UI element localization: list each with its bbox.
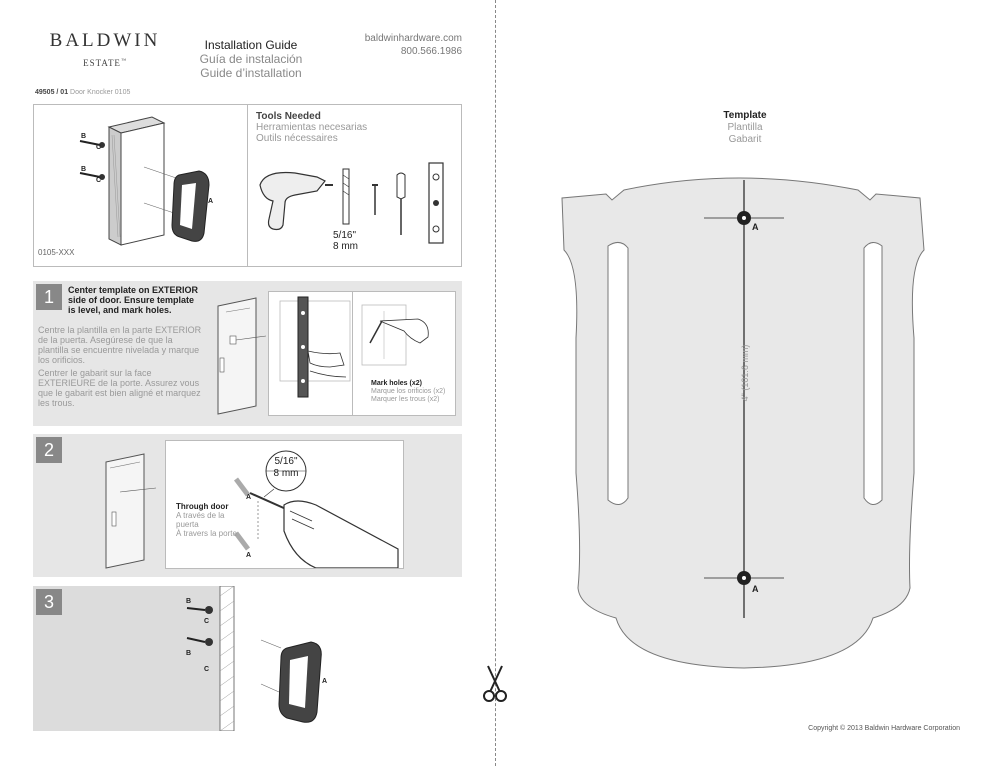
through-door-fr: À travers la porte	[176, 529, 237, 538]
cut-out-template	[561, 177, 925, 669]
nail-icon	[372, 184, 378, 215]
template-title: Template Plantilla Gabarit	[690, 110, 800, 146]
drill-bit-icon	[342, 168, 350, 225]
step2-bit-size: 5/16" 8 mm	[273, 456, 299, 479]
step1-text-alt: Centre la plantilla en la parte EXTERIOR…	[38, 325, 203, 408]
mark-holes-es: Marque los orificios (x2)	[371, 388, 446, 395]
tools-heading: Tools Needed Herramientas necesarias Out…	[256, 111, 367, 144]
step1-text-en: Center template on EXTERIOR side of door…	[68, 285, 199, 315]
step3-number: 3	[36, 589, 62, 615]
step3-label-a: A	[322, 678, 328, 685]
template-hole-a-top: A	[752, 222, 759, 232]
step1-text-es: Centre la plantilla en la parte EXTERIOR…	[38, 325, 202, 365]
contact-info: baldwinhardware.com 800.566.1986	[330, 32, 462, 58]
tools-bit-size: 5/16" 8 mm	[333, 230, 358, 252]
tools-heading-en: Tools Needed	[256, 111, 321, 122]
title-es: Guía de instalación	[199, 52, 303, 66]
scissors-icon	[483, 665, 507, 702]
drill-icon	[259, 171, 333, 231]
panel-divider	[247, 104, 248, 267]
step2-label-a1: A	[246, 494, 252, 501]
door-diagram-icon	[217, 297, 267, 415]
step3-label-b1: B	[186, 598, 192, 605]
template-title-es: Plantilla	[727, 122, 763, 133]
template-title-fr: Gabarit	[728, 134, 762, 145]
model-number: 0105-XXX	[38, 248, 75, 257]
tools-heading-fr: Outils nécessaires	[256, 133, 338, 144]
step3-label-b2: B	[186, 650, 192, 657]
website[interactable]: baldwinhardware.com	[364, 33, 462, 44]
step3-label-c1: C	[204, 618, 210, 625]
copyright: Copyright © 2013 Baldwin Hardware Corpor…	[808, 725, 960, 732]
step3-label-c2: C	[204, 666, 210, 673]
template-dimension: 4" (101.6 mm)	[740, 344, 750, 402]
template-level-illustration	[279, 296, 429, 398]
screwdriver-icon	[396, 172, 406, 235]
step1-number: 1	[36, 284, 62, 310]
step3-door-face	[33, 586, 220, 731]
overview-label-b2: B	[81, 166, 87, 173]
overview-label-c2: C	[96, 177, 102, 184]
tools-illustration	[259, 162, 444, 244]
brand-sub: ESTATE™	[83, 58, 127, 68]
step2-label-a2: A	[246, 552, 252, 559]
overview-label-b1: B	[81, 133, 87, 140]
tools-heading-es: Herramientas necesarias	[256, 122, 368, 133]
through-door-es: A través de la puerta	[176, 511, 225, 529]
part-name: Door Knocker 0105	[70, 89, 131, 96]
level-icon	[428, 162, 444, 244]
drill-through-door-illustration	[234, 450, 399, 568]
title-fr: Guide d’installation	[200, 66, 302, 80]
phone: 800.566.1986	[400, 46, 462, 57]
overview-label-a: A	[208, 198, 214, 205]
step2-number: 2	[36, 437, 62, 463]
through-door-caption: Through door A través de la puerta À tra…	[176, 502, 238, 538]
brand-name: BALDWIN	[49, 30, 161, 51]
title-en: Installation Guide	[204, 38, 298, 52]
through-door-en: Through door	[176, 502, 229, 511]
mark-holes-caption: Mark holes (x2) Marque los orificios (x2…	[371, 380, 445, 404]
step1-text-fr: Centrer le gabarit sur la face EXTERIEUR…	[38, 368, 201, 408]
door-diagram-icon	[105, 453, 157, 569]
guide-title: Installation Guide Guía de instalación G…	[196, 38, 306, 80]
mark-holes-fr: Marquer les trous (x2)	[371, 396, 440, 403]
template-title-en: Template	[723, 110, 767, 121]
mark-holes-en: Mark holes (x2)	[371, 380, 422, 387]
overview-label-c1: C	[96, 144, 102, 151]
cut-line	[495, 0, 496, 766]
part-info: 49505 / 01 Door Knocker 0105	[35, 89, 130, 96]
template-hole-a-bottom: A	[752, 584, 759, 594]
knocker-mount-illustration	[186, 586, 322, 731]
brand-logo: BALDWIN ESTATE™	[35, 30, 175, 68]
step1-detail-divider	[352, 291, 353, 416]
door-knocker-overview-illustration	[79, 116, 210, 246]
part-number: 49505 / 01	[35, 89, 69, 96]
